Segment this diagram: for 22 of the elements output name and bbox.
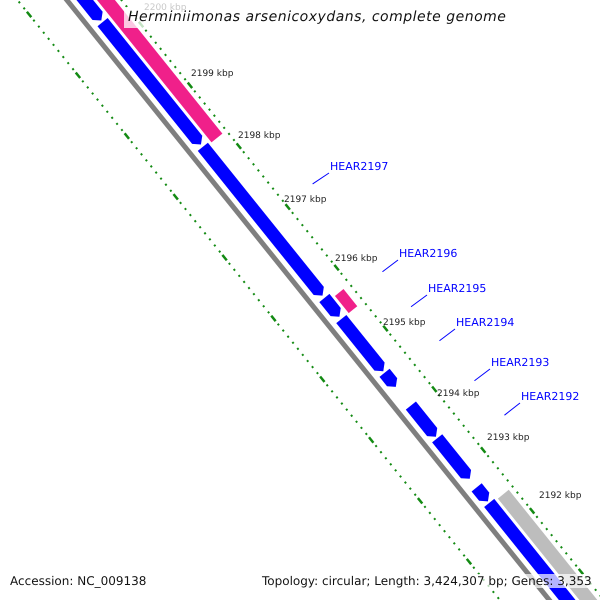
info-text: Accession: NC_009138 bbox=[9, 574, 148, 588]
gene-label: HEAR2194 bbox=[456, 316, 514, 330]
scale-label: 2195 kbp bbox=[383, 317, 426, 330]
gene-label: HEAR2193 bbox=[491, 356, 550, 370]
leader-line bbox=[474, 368, 490, 382]
gene-label: HEAR2192 bbox=[521, 390, 580, 404]
gene-label: HEAR2195 bbox=[428, 282, 486, 296]
scale-label: 2193 kbp bbox=[487, 432, 530, 445]
leader-line bbox=[438, 328, 456, 342]
scale-label: 2192 kbp bbox=[539, 490, 582, 503]
leader-line bbox=[410, 294, 428, 308]
leader-line bbox=[504, 402, 520, 416]
scale-label: 2194 kbp bbox=[437, 388, 480, 401]
scale-label: 2199 kbp bbox=[191, 68, 234, 81]
leader-line bbox=[382, 260, 398, 272]
leader-line bbox=[312, 172, 330, 184]
scale-label: 2198 kbp bbox=[238, 130, 280, 143]
scale-label: 2196 kbp bbox=[335, 253, 378, 266]
scale-label: 2197 kbp bbox=[284, 194, 326, 207]
gene-label: HEAR2196 bbox=[399, 247, 458, 261]
gene-label: HEAR2197 bbox=[330, 160, 388, 174]
info-text: Topology: circular; Length: 3,424,307 bp; Genes: 3,353 bbox=[260, 574, 594, 588]
